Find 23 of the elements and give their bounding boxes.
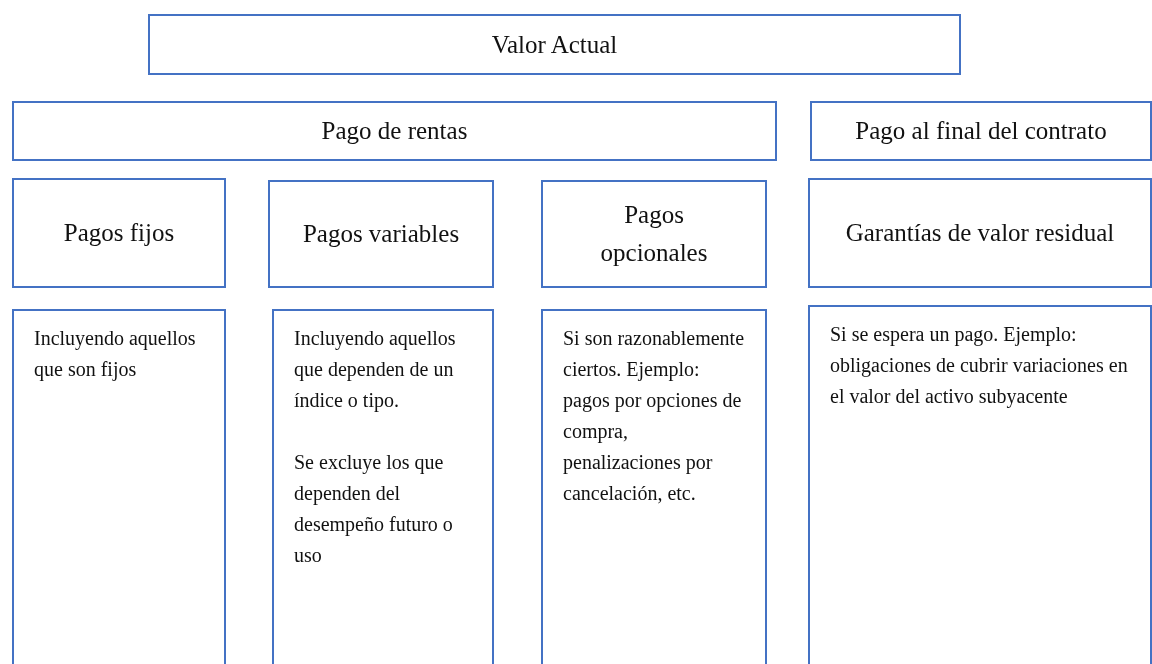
description-box	[541, 309, 767, 664]
description-text: Incluyendo aquellos que dependen de un índice o tipo.	[294, 326, 457, 414]
heading-text: Pagos variables	[302, 219, 460, 249]
category-box	[12, 101, 777, 161]
category-box	[541, 180, 767, 288]
description-text: Si se espera un pago. Ejemplo: obligaciones de cubrir variaciones en el valor del activo subyacente	[830, 322, 1129, 410]
heading-text: Pagos fijos	[63, 218, 175, 248]
description-text: Se excluye los que dependen del desempeño futuro o uso	[294, 450, 454, 568]
heading-text: Valor Actual	[491, 29, 618, 60]
description-box	[272, 309, 494, 664]
description-box	[808, 305, 1152, 664]
heading-text: Pago de rentas	[321, 116, 468, 146]
category-box	[810, 101, 1152, 161]
category-box	[12, 178, 226, 288]
description-text: Si son razonablemente ciertos. Ejemplo: pagos por opciones de compra, penalizaciones por cancelación, etc.	[563, 326, 745, 506]
heading-text: Pago al final del contrato	[855, 116, 1107, 146]
description-box	[12, 309, 226, 664]
heading-text: Pagos opcionales	[599, 200, 709, 268]
heading-text: Garantías de valor residual	[845, 218, 1115, 248]
category-box	[808, 178, 1152, 288]
category-box	[148, 14, 961, 75]
description-text: Incluyendo aquellos que son fijos	[34, 326, 197, 383]
category-box	[268, 180, 494, 288]
